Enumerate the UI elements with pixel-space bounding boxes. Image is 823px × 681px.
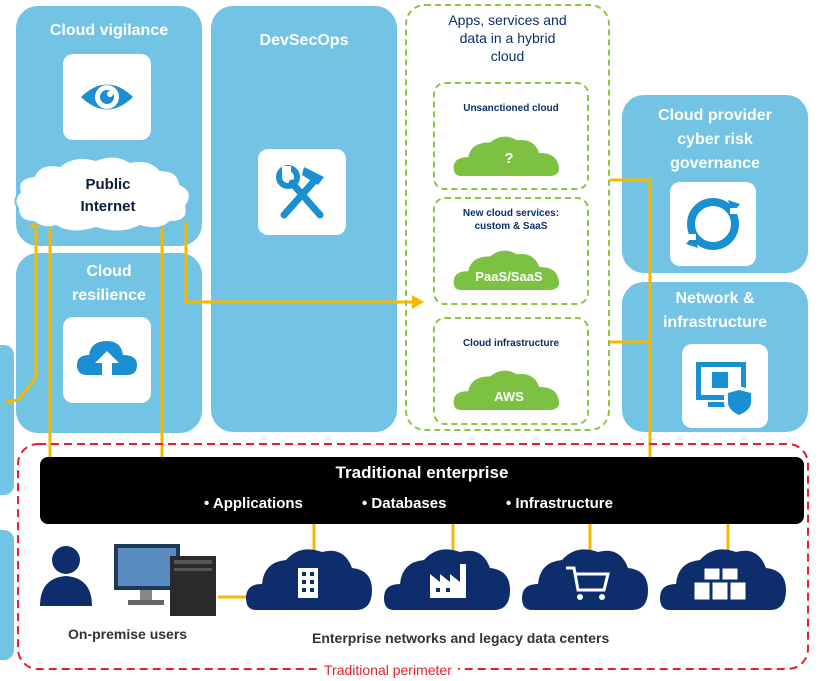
cloud-resilience-title-1: Cloud — [86, 263, 132, 280]
server-icon — [693, 567, 747, 601]
public-internet-label-2: Internet — [80, 198, 136, 215]
sync-icon — [686, 198, 740, 250]
enterprise-item-infrastructure: • Infrastructure — [506, 495, 613, 512]
cloud-infrastructure-label: Cloud infrastructure — [462, 338, 560, 349]
unsanctioned-cloud-label: Unsanctioned cloud — [463, 103, 559, 114]
hybrid-cloud-title-2: data in a hybrid — [459, 30, 556, 46]
unsanctioned-cloud-box — [433, 82, 589, 190]
enterprise-item-databases: • Databases — [362, 495, 447, 512]
enterprise-networks-label: Enterprise networks and legacy data cent… — [312, 630, 610, 646]
devsecops-title: DevSecOps — [259, 32, 349, 49]
hybrid-cloud-title-1: Apps, services and — [448, 12, 567, 28]
new-cloud-services-box — [433, 197, 589, 305]
cloud-infrastructure-box — [433, 317, 589, 425]
left-edge-panel-top — [0, 345, 14, 495]
cart-icon — [566, 566, 610, 600]
new-cloud-services-label-2: custom & SaaS — [474, 221, 548, 232]
cloud-provider-title-2: cyber risk — [677, 131, 753, 148]
public-internet-cloud — [14, 155, 191, 233]
hybrid-cloud-container — [405, 4, 610, 431]
new-cloud-services-label-1: New cloud services: — [462, 208, 560, 219]
monitor-shield-icon — [696, 362, 754, 418]
network-infrastructure-panel: Network & infrastructure — [622, 282, 808, 432]
computer-icon — [114, 544, 216, 616]
cloud-resilience-title-2: resilience — [72, 287, 146, 304]
devsecops-panel: DevSecOps — [211, 6, 397, 432]
sync-icon-box — [670, 182, 756, 266]
cloud-provider-title-1: Cloud provider — [658, 107, 772, 124]
public-internet-label-1: Public — [85, 176, 131, 193]
cart-cloud — [522, 549, 648, 610]
unsanctioned-cloud-mark: ? — [504, 150, 514, 167]
eye-icon-box — [63, 54, 151, 140]
building-icon — [298, 568, 318, 598]
on-premise-users-label: On-premise users — [68, 626, 188, 642]
enterprise-title: Traditional enterprise — [335, 463, 509, 482]
traditional-perimeter-label: Traditional perimeter — [318, 662, 458, 678]
enterprise-item-applications: • Applications — [204, 495, 303, 512]
eye-icon — [81, 84, 133, 110]
cloud-provider-panel: Cloud provider cyber risk governance — [622, 95, 808, 273]
left-edge-panel-bottom — [0, 530, 14, 660]
paas-saas-label: PaaS/SaaS — [475, 269, 543, 284]
cloud-upload-icon — [77, 341, 137, 375]
network-infra-title-1: Network & — [675, 290, 755, 307]
tools-icon-box — [258, 149, 346, 235]
tools-icon — [276, 165, 324, 219]
factory-icon — [430, 564, 466, 598]
hybrid-cloud-title-3: cloud — [490, 48, 525, 64]
aws-label: AWS — [494, 389, 524, 404]
cloud-resilience-panel: Cloud resilience — [16, 253, 202, 433]
network-infra-title-2: infrastructure — [662, 314, 768, 331]
traditional-enterprise-bar: Traditional enterprise • Applications • … — [40, 457, 804, 524]
arrow-right-to-hybrid — [412, 295, 424, 309]
cloud-vigilance-title: Cloud vigilance — [49, 22, 169, 39]
cloud-provider-title-3: governance — [670, 155, 760, 172]
cloud-upload-icon-box — [63, 317, 151, 403]
monitor-shield-icon-box — [682, 344, 768, 428]
user-icon — [40, 546, 92, 606]
